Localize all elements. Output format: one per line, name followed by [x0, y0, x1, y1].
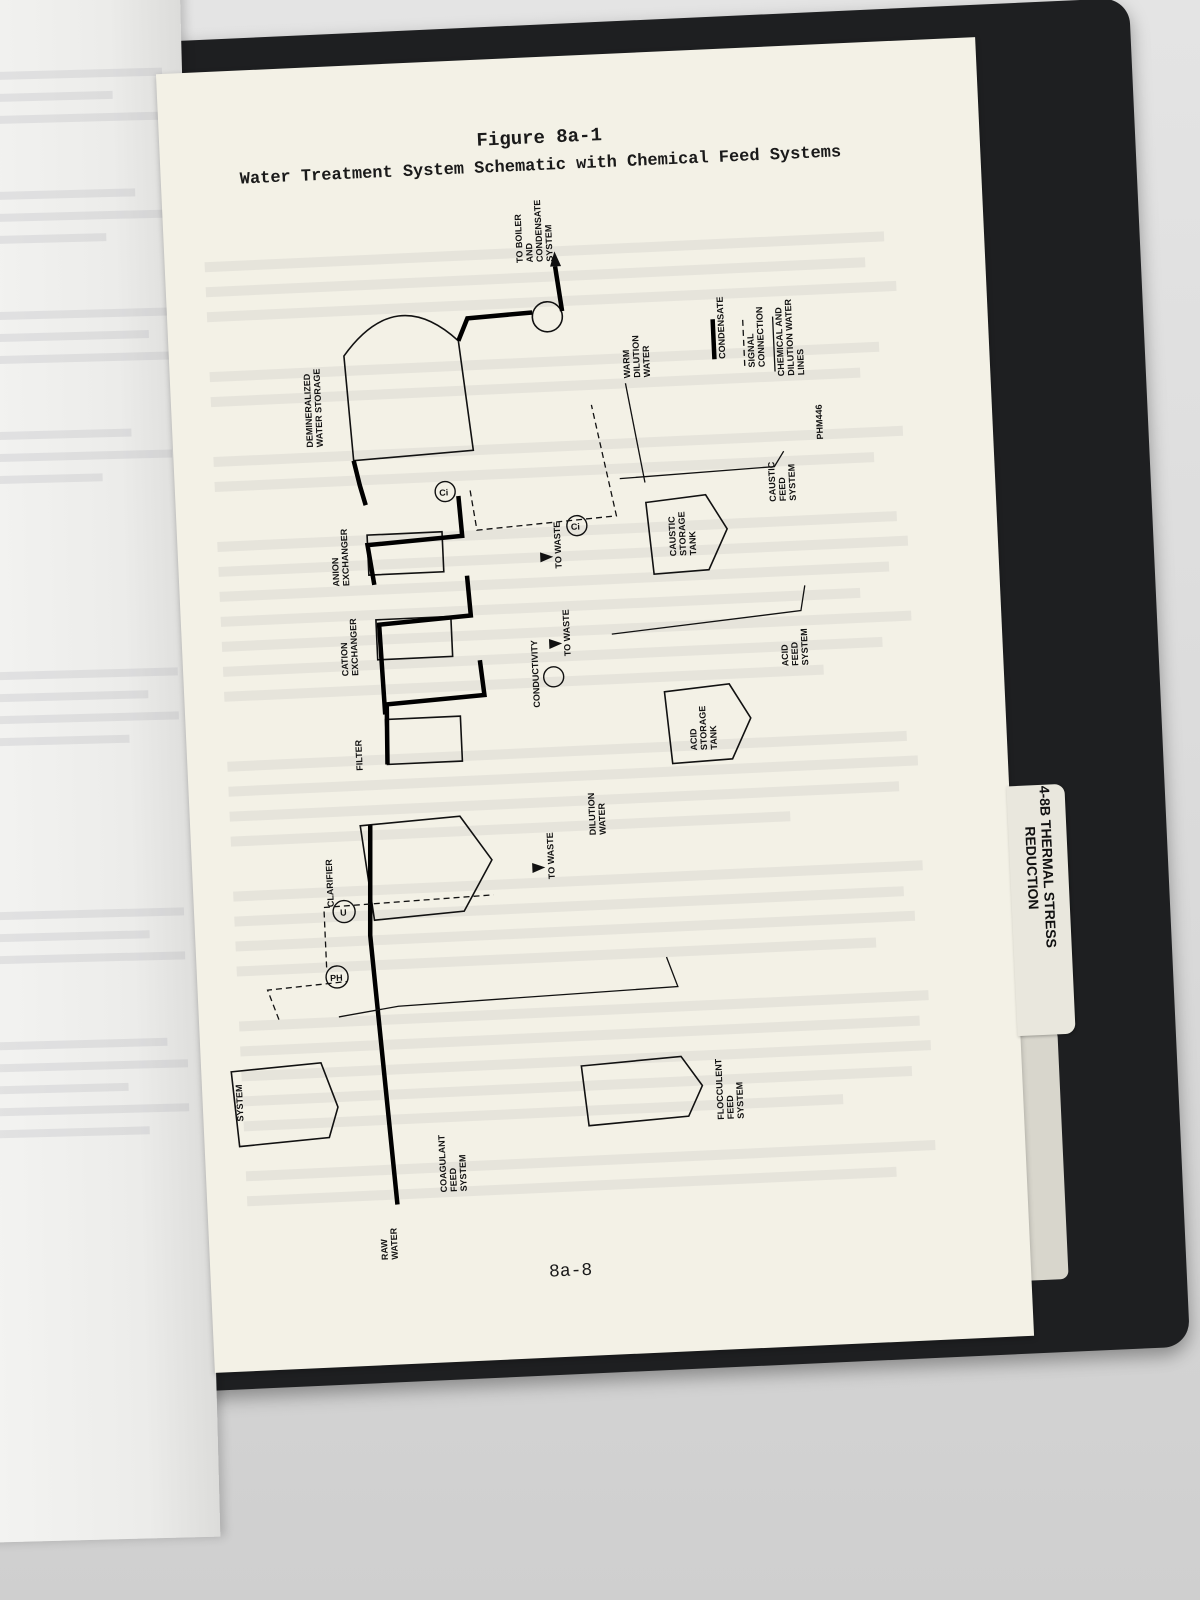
anion-exchanger-label: ANIONEXCHANGER [329, 528, 352, 587]
to-waste-label-1: TO WASTE [552, 521, 564, 568]
water-treatment-schematic: DEMINERALIZEDWATER STORAGE TO BOILERANDC… [230, 199, 826, 1260]
u-sensor-circle [332, 899, 356, 924]
ci-sensor-top-label: Ci [439, 487, 448, 497]
condensate-line-5 [456, 310, 533, 342]
acid-storage-tank [663, 683, 752, 765]
chemical-line-1 [338, 956, 679, 1018]
ph-sensor-label: PH [330, 973, 343, 984]
filter-vessel [384, 715, 464, 766]
legend-signal-label: SIGNALCONNECTION [744, 306, 767, 367]
to-waste-arrow-icon-2 [548, 639, 563, 650]
legend-chemical-label: CHEMICAL ANDDILUTION WATERLINES [773, 298, 806, 377]
cation-exchanger-label: CATIONEXCHANGER [338, 618, 361, 677]
flocculent-feed-label: FLOCCULENTFEEDSYSTEM [713, 1057, 746, 1120]
demin-storage-label: DEMINERALIZEDWATER STORAGE [301, 368, 325, 447]
condensate-line-6 [552, 266, 565, 312]
document-page: Figure 8a-1 Water Treatment System Schem… [155, 37, 1035, 1373]
ci-sensor-mid-label: Ci [571, 522, 580, 532]
to-waste-arrow-icon-3 [532, 863, 546, 874]
ci-sensor-top-circle [434, 480, 456, 503]
raw-water-main-line [367, 825, 400, 1205]
caustic-storage-tank [644, 493, 729, 576]
clarifier-label: CLARIFIER [324, 859, 336, 908]
u-sensor-label: U [340, 907, 347, 917]
warm-dilution-label: WARMDILUTIONWATER [620, 335, 652, 379]
ci-sensor-mid-circle [566, 514, 588, 537]
outlet-arrow-icon [550, 251, 562, 267]
clarifier-vessel [359, 815, 493, 922]
legend-chemical-swatch [771, 316, 776, 372]
caustic-feed-label: CAUSTICFEEDSYSTEM [766, 460, 798, 502]
demin-storage-tank [343, 314, 475, 462]
ph-sensor-circle [325, 965, 349, 989]
chemical-line-3 [619, 450, 785, 480]
signal-line-1 [323, 894, 494, 968]
conductivity-label: CONDUCTIVITY [529, 640, 542, 708]
coagulant-feed-tank [230, 1061, 339, 1148]
legend-signal-swatch [741, 317, 746, 366]
conductivity-sensor-circle [542, 666, 565, 688]
condensate-line-1 [384, 659, 487, 765]
signal-line-2 [469, 404, 618, 531]
to-waste-label-2: TO WASTE [561, 609, 573, 656]
condensate-line-3 [364, 495, 465, 586]
filter-label: FILTER [353, 739, 364, 771]
tab-code: 4-8B [1036, 785, 1054, 817]
raw-water-label: RAWWATER [379, 1227, 400, 1260]
condensate-line-2 [376, 575, 474, 715]
dilution-water-label: DILUTIONWATER [586, 792, 608, 835]
to-waste-arrow-icon-1 [540, 552, 554, 563]
system-cut-label: SYSTEM [234, 1084, 246, 1121]
chemical-line-4 [624, 383, 646, 483]
legend-condensate-swatch [710, 319, 717, 360]
coagulant-feed-label: COAGULANTFEEDSYSTEM [436, 1133, 469, 1192]
chemical-line-2 [611, 585, 806, 635]
acid-storage-label: ACIDSTORAGETANK [687, 705, 719, 751]
caustic-storage-label: CAUSTICSTORAGETANK [666, 511, 698, 557]
flocculent-feed-tank [580, 1055, 704, 1127]
legend-condensate-label: CONDENSATE [715, 296, 728, 359]
signal-line-3 [266, 980, 348, 1020]
section-tab-text: 4-8B THERMAL STRESS REDUCTION [1020, 785, 1063, 1036]
to-waste-label-3: TO WASTE [545, 832, 557, 879]
section-tab[interactable]: 4-8B THERMAL STRESS REDUCTION [1006, 783, 1076, 1037]
tab-title-line1: THERMAL STRESS [1037, 819, 1060, 949]
drawing-id-label: PHM446 [814, 404, 826, 439]
to-boiler-label: TO BOILERANDCONDENSATESYSTEM [512, 199, 555, 263]
feed-pump [531, 300, 564, 333]
cation-exchanger-vessel [375, 615, 454, 661]
acid-feed-label: ACIDFEEDSYSTEM [779, 628, 811, 666]
condensate-line-4 [351, 460, 368, 506]
